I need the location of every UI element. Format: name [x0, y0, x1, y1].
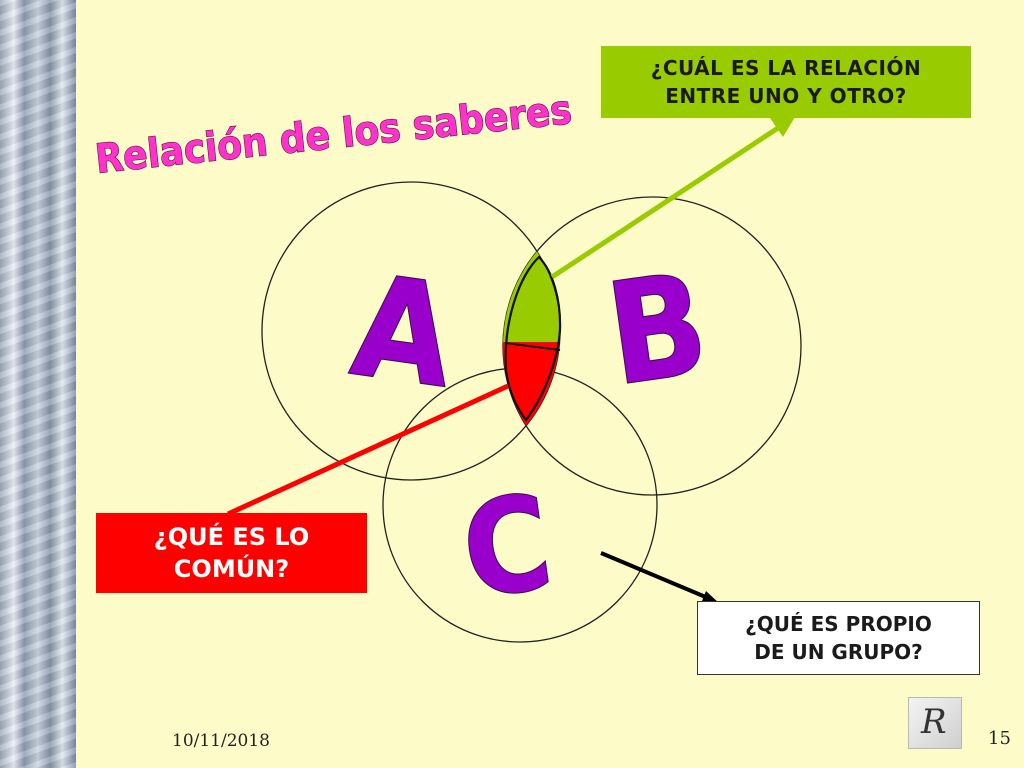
letter-b: B	[599, 243, 717, 418]
footer-date: 10/11/2018	[172, 731, 270, 751]
slide-title: Relación de los saberes	[93, 87, 574, 183]
common-question-line2: COMÚN?	[173, 555, 290, 583]
intersection-outline	[504, 255, 562, 422]
page-number: 15	[988, 728, 1011, 749]
common-question-box: ¿QUÉ ES LO COMÚN?	[96, 513, 367, 593]
logo-letter: R	[921, 702, 947, 742]
relation-question-line1: ¿CUÁL ES LA RELACIÓN	[650, 56, 922, 80]
own-question-line1: ¿QUÉ ES PROPIO	[745, 612, 932, 636]
green-arrowhead	[770, 117, 795, 137]
own-question-line2: DE UN GRUPO?	[754, 640, 923, 664]
intersection-divider	[504, 342, 561, 351]
letter-c: C	[454, 466, 560, 628]
green-arrow-line	[550, 125, 780, 280]
left-decorative-bar	[0, 0, 76, 768]
common-question-line1: ¿QUÉ ES LO	[153, 523, 310, 551]
relation-question-line2: ENTRE UNO Y OTRO?	[665, 84, 907, 108]
black-arrow-line	[600, 551, 709, 600]
red-line	[226, 383, 510, 517]
logo-icon: R	[908, 697, 962, 749]
own-question-box: ¿QUÉ ES PROPIO DE UN GRUPO?	[697, 601, 980, 675]
relation-question-box: ¿CUÁL ES LA RELACIÓN ENTRE UNO Y OTRO?	[601, 46, 971, 118]
letter-a: A	[344, 245, 463, 420]
